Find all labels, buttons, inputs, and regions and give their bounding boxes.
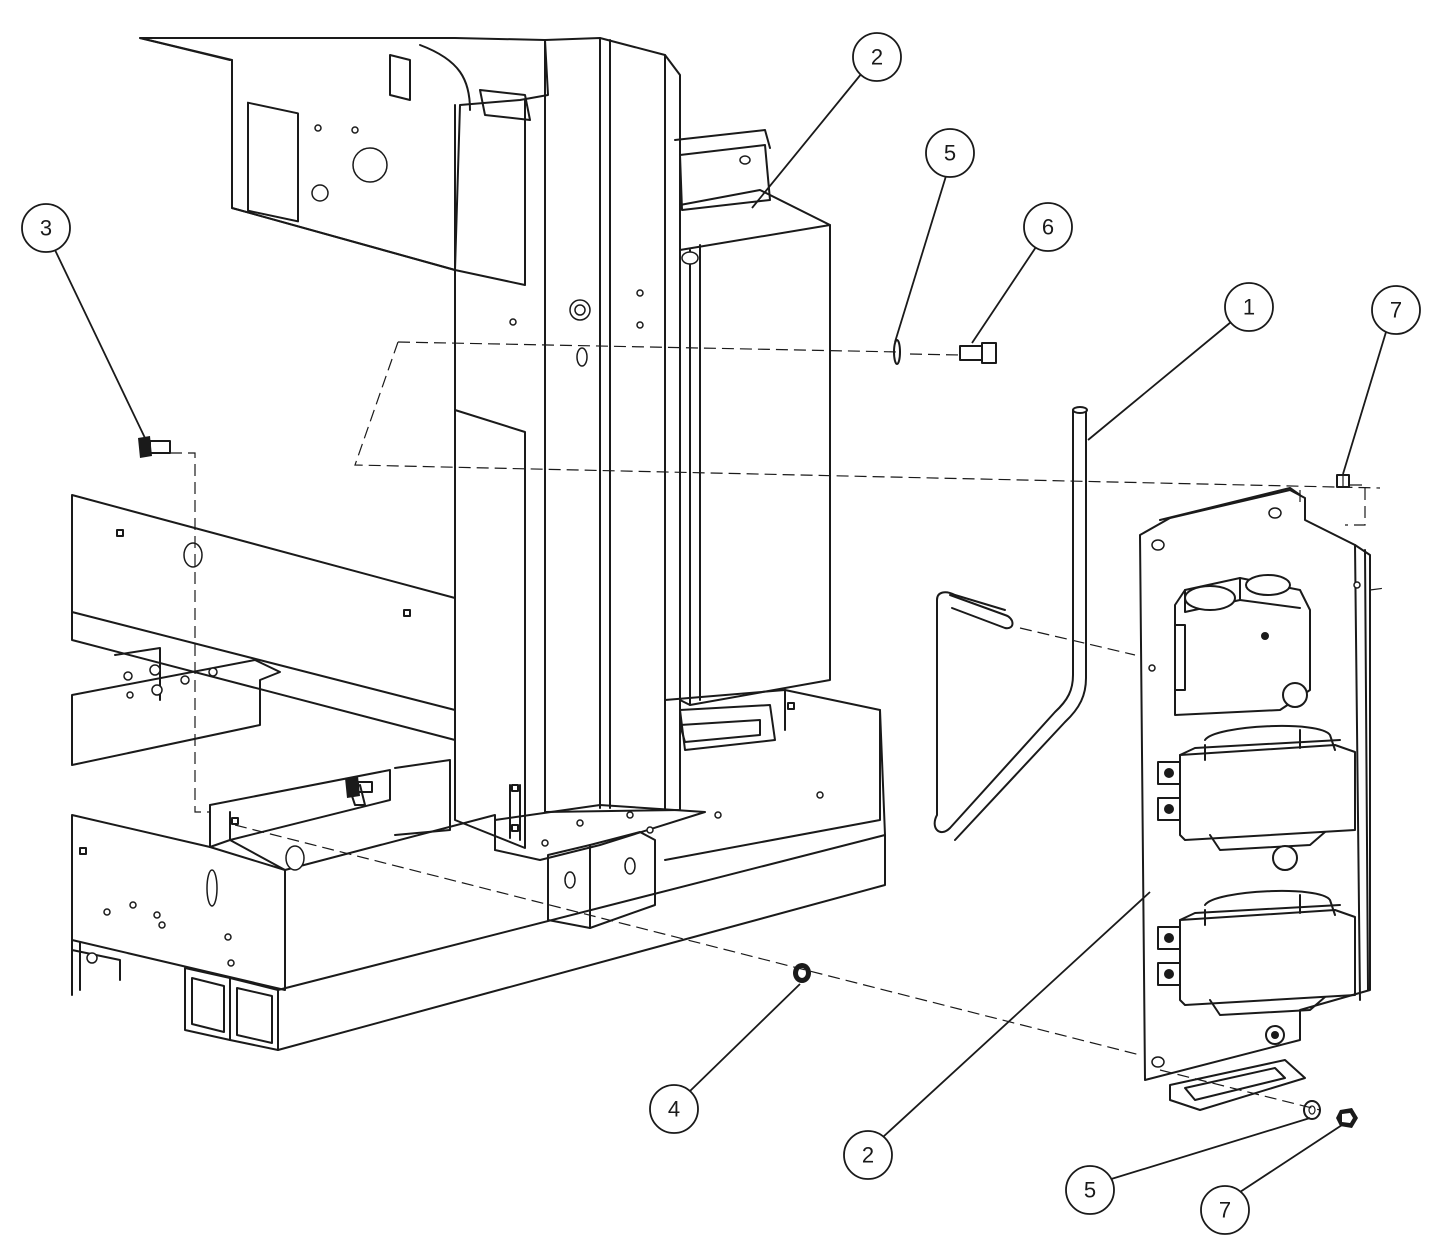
callout-5-bottom: 5 [1065, 1165, 1115, 1215]
bolt-item-6 [959, 342, 997, 364]
svg-text:4: 4 [668, 1097, 680, 1122]
callout-2-bottom: 2 [843, 1130, 893, 1180]
nut-item-4 [793, 963, 811, 983]
leader-lines [54, 72, 1387, 1193]
callout-7-top: 7 [1371, 285, 1421, 335]
screw-item-3 [138, 436, 171, 458]
nut-item-7-top [1336, 474, 1350, 488]
callout-balloons: 2 5 6 3 1 7 4 2 [21, 32, 1421, 1235]
nut-item-7-bottom [1336, 1108, 1358, 1128]
handle-rod-item-1 [933, 406, 1088, 841]
svg-text:2: 2 [871, 45, 883, 70]
svg-text:6: 6 [1042, 215, 1054, 240]
callout-3: 3 [21, 203, 71, 253]
control-panel-item-2 [1139, 487, 1371, 1111]
callout-5-top: 5 [925, 128, 975, 178]
svg-text:1: 1 [1243, 295, 1255, 320]
callout-6: 6 [1023, 202, 1073, 252]
callout-1: 1 [1224, 282, 1274, 332]
callout-4: 4 [649, 1084, 699, 1134]
assembly-dashed-lines [170, 341, 1386, 1111]
svg-text:7: 7 [1390, 298, 1402, 323]
svg-text:7: 7 [1219, 1198, 1231, 1223]
chassis-frame [71, 37, 886, 1051]
svg-text:5: 5 [1084, 1178, 1096, 1203]
callout-2-top: 2 [852, 32, 902, 82]
svg-text:5: 5 [944, 141, 956, 166]
svg-text:2: 2 [862, 1143, 874, 1168]
screw-in-bracket [345, 776, 373, 798]
enclosure-box [674, 129, 831, 706]
callout-7-bottom: 7 [1200, 1185, 1250, 1235]
svg-text:3: 3 [40, 216, 52, 241]
